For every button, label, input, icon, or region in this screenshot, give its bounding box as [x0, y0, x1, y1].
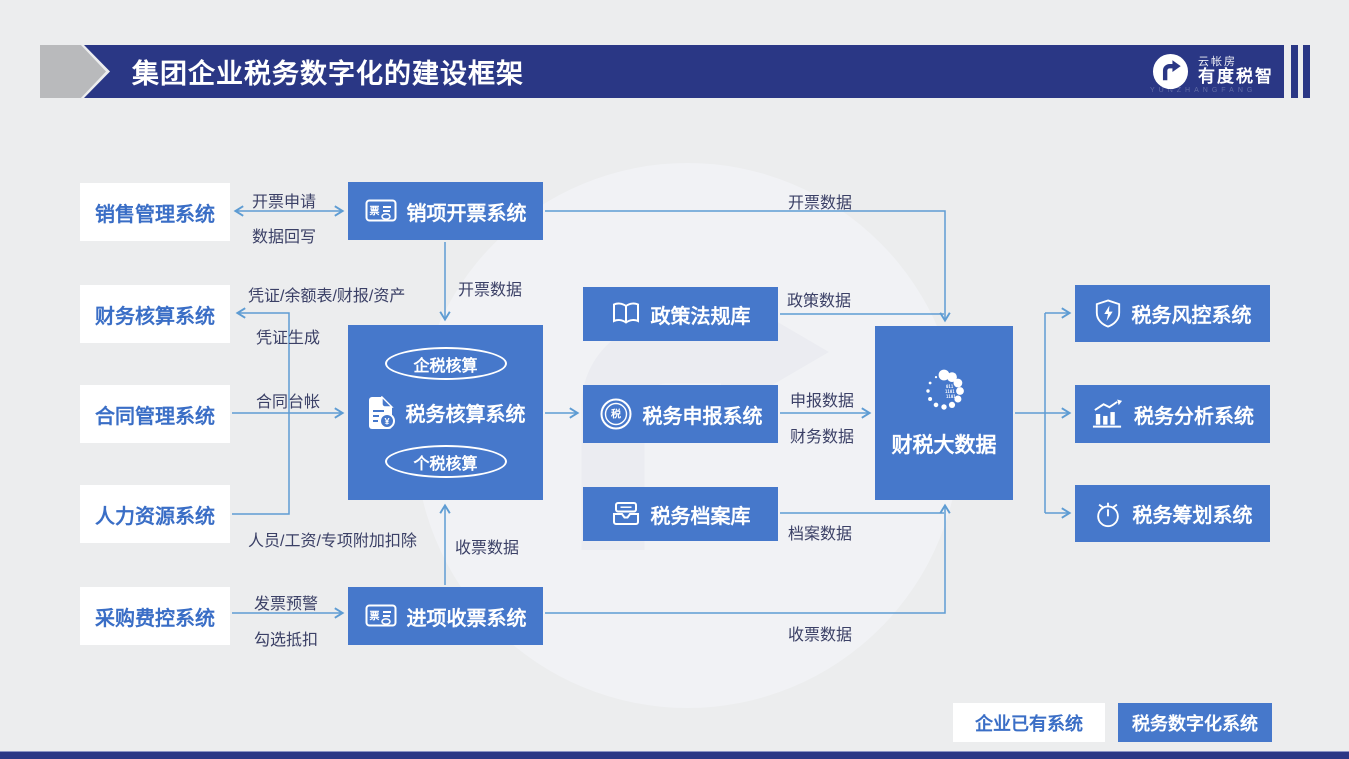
node-label: 税务分析系统: [1134, 405, 1254, 428]
node-big-data-hub: 011 1101 1101 财税大数据: [875, 326, 1013, 500]
svg-text:票: 票: [369, 206, 379, 218]
node-finance-system: 财务核算系统: [80, 285, 230, 343]
brand-logo: 云帐房 有度税智: [1152, 45, 1284, 98]
svg-text:票: 票: [369, 611, 379, 623]
edge-label-archive-data: 档案数据: [788, 526, 853, 543]
edge-label-finance-data: 财务数据: [790, 429, 855, 446]
svg-text:¥: ¥: [384, 416, 389, 426]
legend-existing-system: 企业已有系统: [953, 703, 1105, 742]
header-bar: 集团企业税务数字化的建设框架: [84, 45, 1284, 98]
archive-icon: [612, 502, 639, 525]
tax-seal-icon: 税: [600, 398, 631, 430]
node-label: 政策法规库: [650, 305, 751, 328]
personal-tax-tag: 个税核算: [384, 445, 507, 478]
node-label: 合同管理系统: [95, 405, 215, 428]
page-title: 集团企业税务数字化的建设框架: [132, 59, 524, 89]
invoice-icon: 票: [365, 604, 396, 627]
stopwatch-icon: [1096, 502, 1119, 528]
legend-digital-system: 税务数字化系统: [1118, 703, 1272, 742]
node-label: 人力资源系统: [95, 505, 215, 528]
node-contract-system: 合同管理系统: [80, 385, 230, 443]
node-tax-accounting-system: 企税核算 ¥ 税务核算系统 个税核算: [348, 325, 543, 500]
document-yuan-icon: ¥: [368, 395, 395, 429]
node-label: 销售管理系统: [95, 203, 215, 226]
node-label: 税务档案库: [650, 505, 751, 528]
edge-label-data-writeback: 数据回写: [252, 229, 317, 246]
node-label: 税务申报系统: [642, 405, 763, 428]
svg-text:1101: 1101: [946, 394, 956, 399]
node-procurement-system: 采购费控系统: [80, 587, 230, 645]
invoice-icon: 票: [365, 199, 396, 222]
node-hr-system: 人力资源系统: [80, 485, 230, 543]
node-label: 进项收票系统: [406, 607, 527, 630]
node-label: 税务风控系统: [1131, 305, 1252, 327]
node-label: 销项开票系统: [406, 202, 527, 225]
bar-chart-icon: [1092, 399, 1123, 428]
node-analysis-system: 税务分析系统: [1075, 385, 1270, 443]
edge-label-voucher-generation: 凭证生成: [256, 330, 321, 347]
node-label: 财务核算系统: [95, 305, 215, 328]
node-label: 采购费控系统: [95, 607, 215, 630]
edge-label-receipt-data-bottom: 收票数据: [788, 627, 853, 644]
node-policy-library: 政策法规库: [583, 287, 778, 341]
bottom-bar: [0, 751, 1349, 759]
node-tax-archive: 税务档案库: [583, 487, 778, 541]
node-label: 财税大数据: [891, 434, 997, 457]
brand-name-large: 有度税智: [1198, 67, 1274, 87]
node-risk-control-system: 税务风控系统: [1075, 285, 1270, 342]
shield-icon: [1095, 299, 1120, 328]
node-label: 税务筹划系统: [1132, 505, 1253, 527]
node-sales-system: 销售管理系统: [80, 183, 230, 241]
node-input-receipt-system: 票 进项收票系统: [348, 587, 543, 645]
edge-label-filing-data: 申报数据: [790, 393, 855, 410]
edge-label-invoicing-data-top: 开票数据: [788, 195, 853, 212]
edge-label-contract-ledger: 合同台帐: [256, 394, 321, 411]
edge-label-voucher-reports: 凭证/余额表/财报/资产: [248, 288, 406, 305]
book-icon: [612, 302, 639, 324]
edge-label-hr-payroll: 人员/工资/专项附加扣除: [248, 533, 417, 550]
edge-label-deduction-check: 勾选抵扣: [254, 632, 319, 649]
brand-latin-text: YUNZHANGFANG: [1150, 87, 1257, 94]
node-tax-filing-system: 税 税务申报系统: [583, 385, 778, 443]
svg-text:税: 税: [611, 408, 621, 421]
header-stripe: [1291, 45, 1298, 98]
header-stripe: [1303, 45, 1310, 98]
edge-label-invoice-alert: 发票预警: [254, 596, 319, 613]
edge-label-invoice-request: 开票申请: [252, 194, 317, 211]
edge-label-receipt-data-mid: 收票数据: [455, 540, 520, 557]
corp-tax-tag: 企税核算: [384, 347, 507, 380]
node-output-invoicing-system: 票 销项开票系统: [348, 182, 543, 240]
brand-name-small: 云帐房: [1198, 56, 1237, 69]
dot-spinner-icon: 011 1101 1101: [926, 369, 964, 410]
edge-label-policy-data: 政策数据: [787, 293, 852, 310]
brand-arrow-icon: [1152, 53, 1189, 90]
svg-text:1101: 1101: [945, 389, 955, 394]
svg-text:011: 011: [946, 384, 954, 389]
node-label: 税务核算系统: [405, 404, 526, 426]
edge-label-invoicing-data-mid: 开票数据: [458, 282, 523, 299]
node-planning-system: 税务筹划系统: [1075, 485, 1270, 542]
